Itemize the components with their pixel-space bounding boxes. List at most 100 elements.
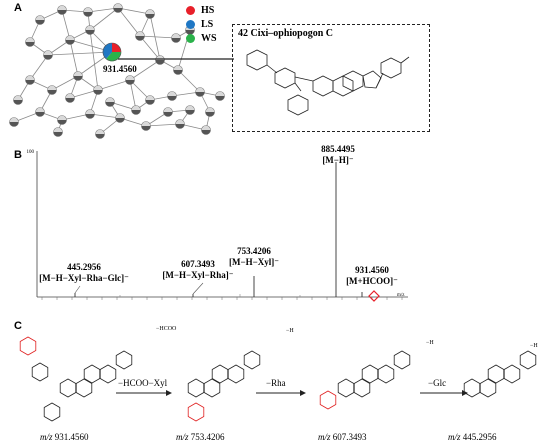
network-node-shade xyxy=(215,96,225,101)
network-node-shade xyxy=(167,96,177,101)
network-node-shade xyxy=(145,100,155,105)
panel-label-c: C xyxy=(14,320,22,332)
peak-label-753: 753.4206 [M−H−Xyl]⁻ xyxy=(229,246,279,268)
ring xyxy=(203,378,221,398)
network-node-shade xyxy=(173,70,183,75)
compound-structure-box: 42 Cixi–ophiopogon C xyxy=(232,24,430,132)
ring xyxy=(479,378,497,398)
ring xyxy=(83,364,101,384)
network-node-shade xyxy=(13,100,23,105)
legend-label-ws: WS xyxy=(201,32,217,44)
ring xyxy=(75,378,93,398)
network-edge xyxy=(89,29,99,91)
ring xyxy=(519,350,537,370)
network-node-shade xyxy=(85,30,95,35)
adduct-label-4: −H xyxy=(530,343,538,349)
legend-item-ls: LS xyxy=(186,17,217,31)
network-node-shade xyxy=(25,42,35,47)
precursor-marker xyxy=(368,290,380,302)
ring xyxy=(503,364,521,384)
network-edge xyxy=(129,59,161,81)
peak-ion-753: [M−H−Xyl]⁻ xyxy=(229,257,279,267)
ring xyxy=(319,390,337,410)
network-node-shade xyxy=(25,80,35,85)
ring xyxy=(487,364,505,384)
network-edge xyxy=(61,9,71,41)
network-edge xyxy=(149,13,161,61)
network-edge xyxy=(117,7,141,37)
step-label-1: −HCOO−Xyl xyxy=(118,378,168,388)
network-node-shade xyxy=(57,10,67,15)
network-node-shade xyxy=(175,124,185,129)
legend-label-hs: HS xyxy=(201,4,215,16)
ring xyxy=(211,364,229,384)
network-edge xyxy=(51,75,79,91)
network-node-shade xyxy=(85,114,95,119)
network-edge xyxy=(69,39,79,77)
network-edge xyxy=(145,123,181,127)
ring xyxy=(377,364,395,384)
network-node-shade xyxy=(185,110,195,115)
network-edge xyxy=(47,51,113,56)
network-edge xyxy=(129,79,137,111)
network-node-shade xyxy=(145,14,155,19)
adduct-label-1: −HCOO xyxy=(156,326,177,332)
peak-label-607: 607.3493 [M−H−Xyl−Rha]⁻ xyxy=(162,259,233,281)
network-node-shade xyxy=(201,130,211,135)
ring xyxy=(43,402,61,422)
x-axis-unit: m/z xyxy=(397,293,405,298)
network-node-shade xyxy=(57,120,67,125)
mz-prefix-2: m/z xyxy=(176,432,189,442)
y-axis-top-label: 100 xyxy=(26,150,35,155)
network-node-shade xyxy=(113,8,123,13)
panel-label-b: B xyxy=(14,149,22,161)
legend-swatch-ls xyxy=(186,19,195,29)
ring xyxy=(227,364,245,384)
ring xyxy=(361,364,379,384)
compound-structure-drawing xyxy=(246,49,410,116)
network-node-shade xyxy=(185,30,195,35)
mz-value-2: 753.4206 xyxy=(190,432,225,442)
network-edge xyxy=(69,89,99,99)
network-edge xyxy=(177,69,201,93)
featured-node-label: 931.4560 xyxy=(103,64,137,74)
network-node-shade xyxy=(105,102,115,107)
network-node-shade xyxy=(47,90,57,95)
step-label-2: −Rha xyxy=(266,378,286,388)
network-node-shade xyxy=(155,60,165,65)
network-node-shade xyxy=(9,122,19,127)
peak-mz-931: 931.4560 xyxy=(355,265,389,275)
network-node-shade xyxy=(65,98,75,103)
legend-swatch-hs xyxy=(186,5,195,15)
peak-mz-607: 607.3493 xyxy=(181,259,215,269)
legend-item-hs: HS xyxy=(186,3,217,17)
ring xyxy=(463,378,481,398)
legend-swatch-ws xyxy=(186,33,195,43)
ring xyxy=(393,350,411,370)
peak-label-445: 445.2956 [M−H−Xyl−Rha−Glc]⁻ xyxy=(39,262,129,284)
network-node-shade xyxy=(195,92,205,97)
network-edge xyxy=(29,54,49,81)
legend-label-ls: LS xyxy=(201,18,214,30)
network-node-shade xyxy=(205,112,215,117)
mz-prefix-1: m/z xyxy=(40,432,53,442)
peak-ion-885: [M−H]⁻ xyxy=(322,155,354,165)
network-node-shade xyxy=(53,132,63,137)
adduct-label-3: −H xyxy=(426,340,434,346)
network-node-shade xyxy=(35,112,45,117)
structure-mz-2: m/z 753.4206 xyxy=(176,432,225,442)
peak-label-885: 885.4495 [M−H]⁻ xyxy=(321,144,355,166)
network-node-shade xyxy=(125,80,135,85)
network-node-shade xyxy=(65,40,75,45)
ring xyxy=(115,350,133,370)
network-node-shade xyxy=(43,55,53,60)
ring xyxy=(99,364,117,384)
network-node-shade xyxy=(83,12,93,17)
ring xyxy=(243,350,261,370)
mz-value-1: 931.4560 xyxy=(54,432,89,442)
legend-item-ws: WS xyxy=(186,31,217,45)
peak-ion-931: [M+HCOO]⁻ xyxy=(346,276,398,286)
mz-value-4: 445.2956 xyxy=(462,432,497,442)
